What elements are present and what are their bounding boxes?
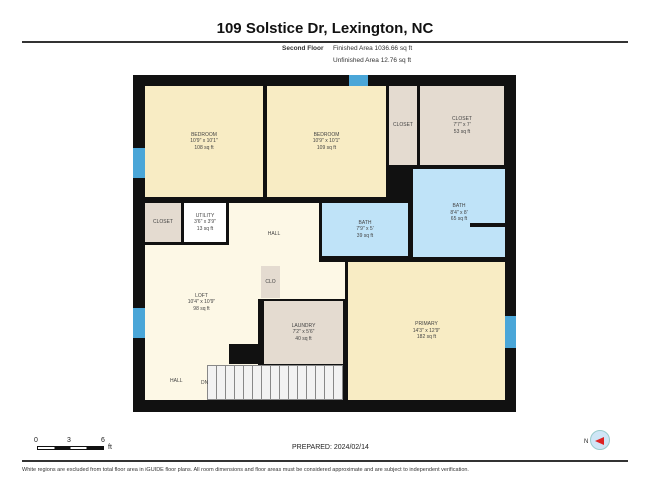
room-name: CLOSET xyxy=(451,115,472,122)
wall-block xyxy=(229,344,262,364)
room-area: 13 sq ft xyxy=(196,225,214,232)
stairs xyxy=(207,365,343,400)
finished-area: Finished Area 1036.66 sq ft xyxy=(333,45,413,52)
room-dims: 10'9" x 10'1" xyxy=(312,138,341,145)
room-area: 40 sq ft xyxy=(295,335,312,342)
room-area: 109 sq ft xyxy=(316,144,337,151)
room-area: 98 sq ft xyxy=(193,305,210,312)
room-dims: 10'9" x 10'1" xyxy=(190,138,218,145)
room-dims: 14'3" x 12'9" xyxy=(412,327,441,334)
room-area: 182 sq ft xyxy=(416,334,437,341)
room-name: BATH xyxy=(358,219,372,226)
room-area: 39 sq ft xyxy=(356,232,374,239)
room-clo: CLO xyxy=(261,266,280,298)
room-name: BEDROOM xyxy=(191,131,217,138)
scale-tick-3: 3 xyxy=(67,437,71,444)
room-name: CLO xyxy=(265,278,276,285)
room-area: 65 sq ft xyxy=(450,216,468,223)
room-name: CLOSET xyxy=(392,122,413,129)
room-dims: 10'4" x 10'9" xyxy=(187,299,216,306)
room-dims: 7'9" x 5' xyxy=(356,226,374,233)
room-closet-small: CLOSET xyxy=(389,86,417,165)
room-name: HALL xyxy=(267,231,281,238)
room-area: 108 sq ft xyxy=(194,144,214,151)
room-name: BATH xyxy=(452,203,466,210)
window xyxy=(349,75,368,86)
room-name: BEDROOM xyxy=(313,131,340,138)
unfinished-area: Unfinished Area 12.76 sq ft xyxy=(333,57,412,64)
header-divider xyxy=(22,41,628,43)
footer-divider xyxy=(22,460,628,462)
disclaimer: White regions are excluded from total fl… xyxy=(22,467,469,473)
room-name: CLOSET xyxy=(152,219,173,226)
stairs-down-label: DN xyxy=(201,380,209,386)
page-title: 109 Solstice Dr, Lexington, NC xyxy=(216,20,434,37)
room-area: 53 sq ft xyxy=(453,128,471,135)
room-dims: 7'7" x 7' xyxy=(453,122,471,129)
compass-label: N xyxy=(584,439,589,445)
scale-unit: ft xyxy=(108,444,112,451)
room-closet-left: CLOSET xyxy=(145,203,181,242)
wall-segment xyxy=(470,223,505,227)
scale-tick-0: 0 xyxy=(34,437,38,444)
room-dims: 3'6" x 3'9" xyxy=(194,219,216,226)
room-name: LOFT xyxy=(195,292,208,299)
room-name: LAUNDRY xyxy=(291,322,316,329)
scale-bar xyxy=(37,446,104,450)
window xyxy=(133,148,145,178)
prepared-date: PREPARED: 2024/02/14 xyxy=(292,444,369,451)
window xyxy=(133,308,145,338)
floor-label: Second Floor xyxy=(282,45,324,52)
room-dims: 7'2" x 5'6" xyxy=(292,329,315,336)
scale-tick-6: 6 xyxy=(101,437,105,444)
room-hall-lower: HALL xyxy=(170,378,183,384)
room-name: UTILITY xyxy=(195,212,215,219)
compass-icon xyxy=(590,430,610,450)
window xyxy=(505,316,516,348)
room-dims: 8'4" x 8' xyxy=(450,209,468,216)
room-name: PRIMARY xyxy=(415,321,438,328)
